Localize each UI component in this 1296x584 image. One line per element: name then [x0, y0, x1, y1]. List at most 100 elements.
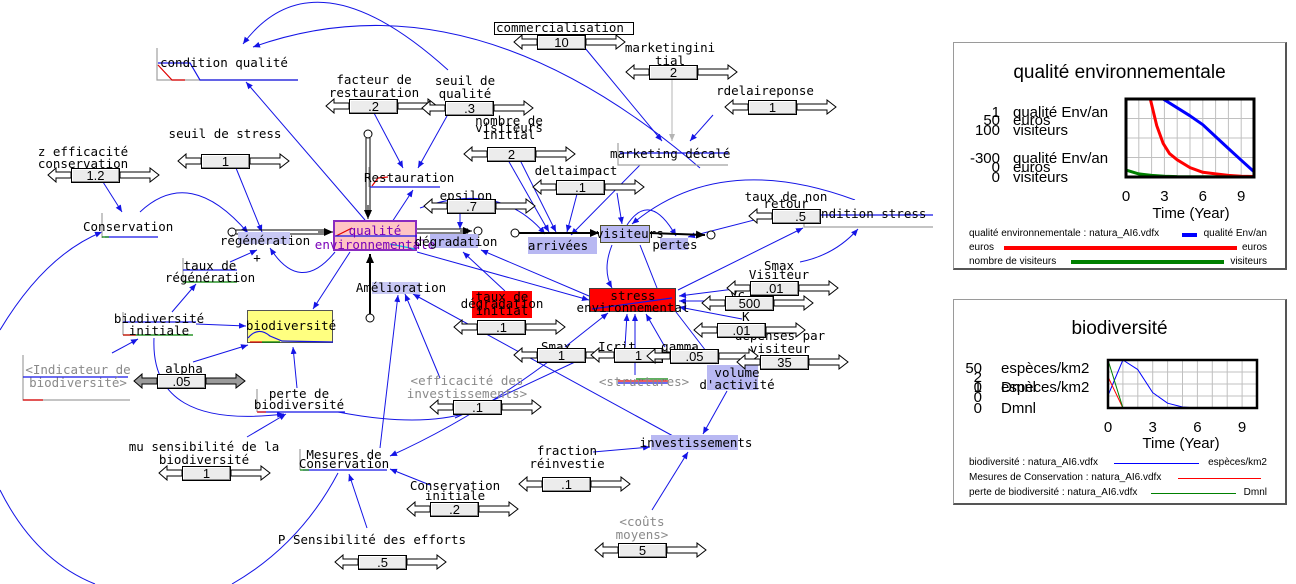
label-condition-qualite[interactable]: condition qualité	[160, 56, 288, 69]
slider-decrease-arrow[interactable]	[513, 34, 537, 50]
slider-p-sensibilite-efforts[interactable]: .5	[334, 554, 447, 570]
slider-value[interactable]: 2	[649, 64, 698, 80]
slider-value[interactable]: 10	[537, 34, 586, 50]
slider-increase-arrow[interactable]	[605, 179, 645, 195]
slider-increase-arrow[interactable]	[231, 465, 271, 481]
slider-value[interactable]: .5	[358, 554, 407, 570]
slider-value[interactable]: 35	[760, 354, 809, 370]
slider-value[interactable]: 5	[618, 542, 667, 558]
slider-seuil-de-stress[interactable]: 1	[177, 153, 290, 169]
slider-smax[interactable]: 1	[513, 347, 626, 363]
slider-vc[interactable]: 500	[701, 295, 814, 311]
slider-increase-arrow[interactable]	[496, 198, 536, 214]
aux-investissements[interactable]	[651, 435, 738, 450]
slider-value[interactable]: .2	[430, 501, 479, 517]
slider-alpha[interactable]: .05	[133, 373, 246, 389]
slider-value[interactable]: 2	[487, 146, 536, 162]
slider-increase-arrow[interactable]	[797, 99, 837, 115]
label-mesures-de-conservation[interactable]: Mesures de Conservation	[299, 448, 389, 470]
label-regeneration[interactable]: régénération	[220, 234, 310, 247]
label-arrivees[interactable]: arrivées	[528, 239, 588, 252]
slider-conservation-initiale[interactable]: .2	[406, 501, 519, 517]
slider-increase-arrow[interactable]	[667, 542, 707, 558]
slider-value[interactable]: .01	[750, 280, 799, 296]
slider-value[interactable]: .01	[717, 322, 766, 338]
slider-increase-arrow[interactable]	[536, 146, 576, 162]
label-biodiversite-stock[interactable]: biodiversité	[246, 319, 336, 332]
slider-value[interactable]: .3	[445, 100, 494, 116]
slider-value[interactable]: 500	[725, 295, 774, 311]
slider-decrease-arrow[interactable]	[701, 295, 725, 311]
slider-increase-arrow[interactable]	[494, 100, 534, 116]
slider-decrease-arrow[interactable]	[748, 208, 772, 224]
slider-increase-arrow[interactable]	[206, 373, 246, 389]
slider-k[interactable]: .01	[693, 322, 806, 338]
slider-decrease-arrow[interactable]	[726, 280, 750, 296]
slider-decrease-arrow[interactable]	[453, 319, 477, 335]
slider-value[interactable]: .5	[772, 208, 821, 224]
slider-facteur-de-restauration[interactable]: .2	[325, 98, 438, 114]
slider-couts-moyens[interactable]: 5	[594, 542, 707, 558]
label-biodiversite-initiale[interactable]: biodiversité initiale	[114, 312, 204, 337]
label-amelioration[interactable]: Amélioration	[356, 281, 446, 294]
slider-decrease-arrow[interactable]	[429, 399, 453, 415]
slider-decrease-arrow[interactable]	[518, 476, 542, 492]
label-marketing-decale[interactable]: marketing décalé	[610, 147, 730, 160]
slider-taux-degradation-initial[interactable]: .1	[453, 319, 566, 335]
slider-decrease-arrow[interactable]	[133, 373, 157, 389]
label-qualite-environnementale[interactable]: qualité environnementale	[315, 224, 435, 252]
slider-decrease-arrow[interactable]	[625, 64, 649, 80]
slider-decrease-arrow[interactable]	[406, 501, 430, 517]
slider-z-efficacite-conservation[interactable]: 1.2	[47, 167, 160, 183]
slider-value[interactable]: .05	[670, 348, 719, 364]
stock-visiteurs[interactable]	[600, 225, 650, 243]
slider-increase-arrow[interactable]	[502, 399, 542, 415]
slider-decrease-arrow[interactable]	[421, 100, 445, 116]
slider-value[interactable]: .05	[157, 373, 206, 389]
label-volume-activite[interactable]: volume d'activité	[699, 366, 774, 391]
slider-decrease-arrow[interactable]	[736, 354, 760, 370]
label-visiteurs[interactable]: visiteurs	[596, 227, 664, 240]
slider-nombre-de-visiteurs-initial[interactable]: 2	[463, 146, 576, 162]
label-investissements[interactable]: investissements	[640, 436, 753, 449]
slider-increase-arrow[interactable]	[698, 64, 738, 80]
slider-increase-arrow[interactable]	[766, 322, 806, 338]
slider-decrease-arrow[interactable]	[158, 465, 182, 481]
slider-decrease-arrow[interactable]	[594, 542, 618, 558]
slider-decrease-arrow[interactable]	[423, 198, 447, 214]
label-conservation[interactable]: Conservation	[83, 220, 173, 233]
label-condition-stress[interactable]: condition stress	[806, 207, 926, 220]
slider-increase-arrow[interactable]	[250, 153, 290, 169]
label-structures[interactable]: <structures>	[599, 375, 689, 388]
slider-seuil-de-qualite[interactable]: .3	[421, 100, 534, 116]
slider-taux-de-non-retour[interactable]: .5	[748, 208, 821, 224]
slider-rdelaireponse[interactable]: 1	[724, 99, 837, 115]
slider-decrease-arrow[interactable]	[177, 153, 201, 169]
slider-value[interactable]: 1	[537, 347, 586, 363]
flow-valve-pertes[interactable]	[660, 238, 688, 250]
slider-decrease-arrow[interactable]	[47, 167, 71, 183]
flow-valve-arrivees[interactable]	[528, 237, 597, 254]
slider-mu-sensibilite[interactable]: 1	[158, 465, 271, 481]
slider-value[interactable]: .7	[447, 198, 496, 214]
slider-epsilon[interactable]: .7	[423, 198, 536, 214]
slider-decrease-arrow[interactable]	[513, 347, 537, 363]
label-degradation[interactable]: dégradation	[415, 235, 498, 248]
slider-marketinginitial[interactable]: 2	[625, 64, 738, 80]
slider-decrease-arrow[interactable]	[693, 322, 717, 338]
slider-increase-arrow[interactable]	[120, 167, 160, 183]
slider-smax-visiteur[interactable]: .01	[726, 280, 839, 296]
slider-value[interactable]: .2	[349, 98, 398, 114]
slider-increase-arrow[interactable]	[407, 554, 447, 570]
slider-commercialisation[interactable]: 10	[513, 34, 626, 50]
slider-decrease-arrow[interactable]	[463, 146, 487, 162]
slider-deltaimpact[interactable]: .1	[532, 179, 645, 195]
slider-increase-arrow[interactable]	[799, 280, 839, 296]
slider-increase-arrow[interactable]	[526, 319, 566, 335]
slider-value[interactable]: 1	[201, 153, 250, 169]
flow-valve-regeneration[interactable]	[238, 232, 290, 244]
label-taux-de-regeneration[interactable]: taux de régénération	[165, 259, 255, 284]
slider-efficacite-investissements[interactable]: .1	[429, 399, 542, 415]
slider-depenses-par-visiteur[interactable]: 35	[736, 354, 849, 370]
slider-value[interactable]: .1	[556, 179, 605, 195]
